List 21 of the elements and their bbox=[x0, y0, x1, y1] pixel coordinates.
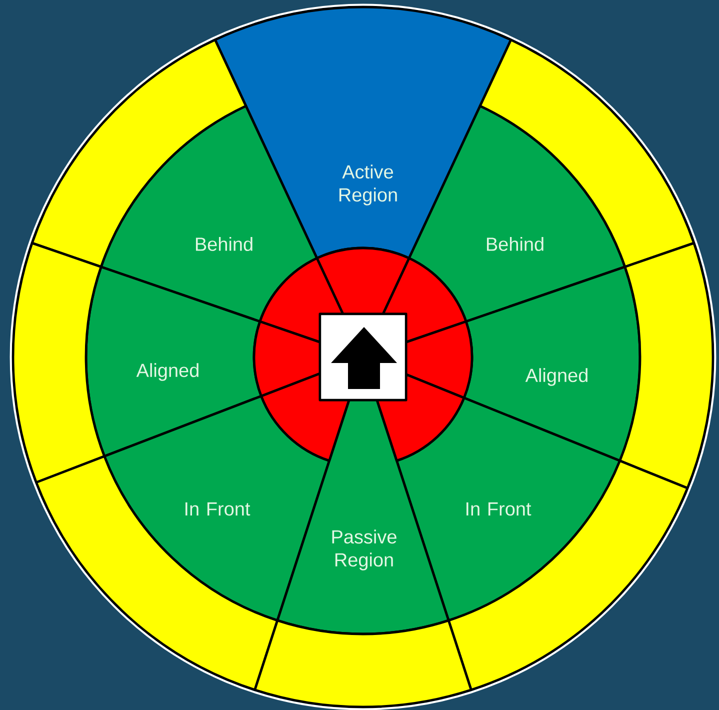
zone-sector: In Front bbox=[103, 394, 331, 622]
inner-ring-segment bbox=[382, 257, 468, 344]
outer-ring-segment bbox=[447, 460, 689, 692]
outer-ring-segment bbox=[478, 38, 696, 268]
inner-ring-segment bbox=[260, 372, 350, 462]
zone-sector: Behind bbox=[100, 104, 318, 323]
passive-region-sector: Passive Region bbox=[276, 398, 450, 636]
inner-ring-segment bbox=[252, 320, 322, 398]
outer-ring-segment bbox=[618, 242, 714, 490]
outer-ring-segment bbox=[254, 619, 472, 708]
arrow-box-icon bbox=[318, 312, 408, 402]
inner-ring-segment bbox=[316, 246, 410, 316]
zone-sector: Aligned bbox=[84, 266, 262, 458]
zone-sector: Behind bbox=[408, 104, 626, 323]
zone-sector: Aligned bbox=[462, 266, 642, 462]
zone-sector: In Front bbox=[395, 396, 622, 622]
outer-ring-segment bbox=[12, 242, 106, 484]
outer-ring-segment bbox=[35, 455, 279, 692]
inner-ring-segment bbox=[258, 257, 344, 344]
inner-ring-segment bbox=[404, 320, 474, 400]
inner-ring-segment bbox=[376, 373, 466, 462]
